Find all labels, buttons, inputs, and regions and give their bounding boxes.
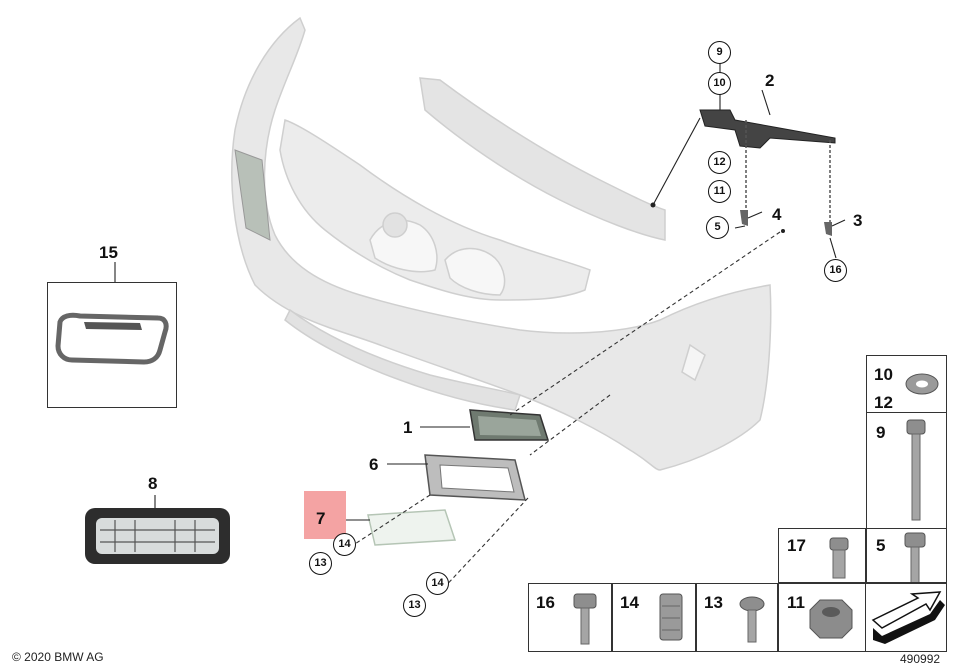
callout-2: 2 <box>765 71 775 90</box>
reinforcement-bar <box>419 77 666 241</box>
table-label-9: 9 <box>876 423 886 442</box>
lower-air-dam <box>284 308 706 411</box>
circled-callout-16: 16 <box>824 259 847 282</box>
circled-callout-13-lower: 13 <box>403 594 426 617</box>
hardware-cell-13 <box>696 583 778 652</box>
frame-part-6 <box>424 454 526 501</box>
washer-10-12-shape <box>905 373 939 395</box>
diagram-number: 490992 <box>900 652 941 666</box>
nut-11-shape <box>809 599 853 639</box>
table-label-11: 11 <box>787 593 805 612</box>
frame-part-15 <box>55 312 169 365</box>
cover-part-7 <box>367 509 457 546</box>
circled-callout-12: 12 <box>708 151 731 174</box>
bumper-cover <box>231 16 772 471</box>
table-label-13: 13 <box>704 593 723 612</box>
screw-16-shape <box>573 593 597 645</box>
table-label-14: 14 <box>620 593 639 612</box>
circled-callout-14-upper: 14 <box>333 533 356 556</box>
left-air-intake <box>234 149 271 241</box>
fog-light-8 <box>85 508 230 564</box>
callout-7: 7 <box>316 509 326 528</box>
hardware-cell-11 <box>778 583 866 652</box>
table-label-12: 12 <box>874 393 893 412</box>
callout-6: 6 <box>369 455 379 474</box>
hardware-cell-10-12 <box>866 355 947 413</box>
copyright-notice: © 2020 BMW AG <box>12 650 104 664</box>
hardware-cell-16 <box>528 583 612 652</box>
circled-callout-10: 10 <box>708 72 731 95</box>
table-label-5: 5 <box>876 536 886 555</box>
circled-callout-11: 11 <box>708 180 731 203</box>
callout-3: 3 <box>853 211 863 230</box>
circled-callout-9: 9 <box>708 41 731 64</box>
table-label-17: 17 <box>787 536 806 555</box>
hardware-cell-14 <box>612 583 696 652</box>
fog-light-1 <box>469 409 550 441</box>
nut-14-shape <box>659 593 683 641</box>
arrow-symbol-icon <box>871 591 945 644</box>
screw-5-shape <box>904 532 926 584</box>
hardware-cell-17 <box>778 528 866 583</box>
leader-lines <box>114 60 846 521</box>
circled-callout-5: 5 <box>706 216 729 239</box>
bracket-part-2 <box>699 109 836 236</box>
circled-callout-13-upper: 13 <box>309 552 332 575</box>
screw-13-shape <box>739 596 765 643</box>
nut-17-shape <box>829 537 849 579</box>
part-7-highlight <box>304 491 346 539</box>
table-label-16: 16 <box>536 593 555 612</box>
screw-9-shape <box>906 419 926 521</box>
callout-15: 15 <box>99 243 118 262</box>
callout-8: 8 <box>148 474 158 493</box>
callout-1: 1 <box>403 418 413 437</box>
callout-4: 4 <box>772 205 782 224</box>
part-15-box <box>47 282 177 408</box>
grille-panel <box>279 119 591 301</box>
table-label-10: 10 <box>874 365 893 384</box>
circled-callout-14-lower: 14 <box>426 572 449 595</box>
